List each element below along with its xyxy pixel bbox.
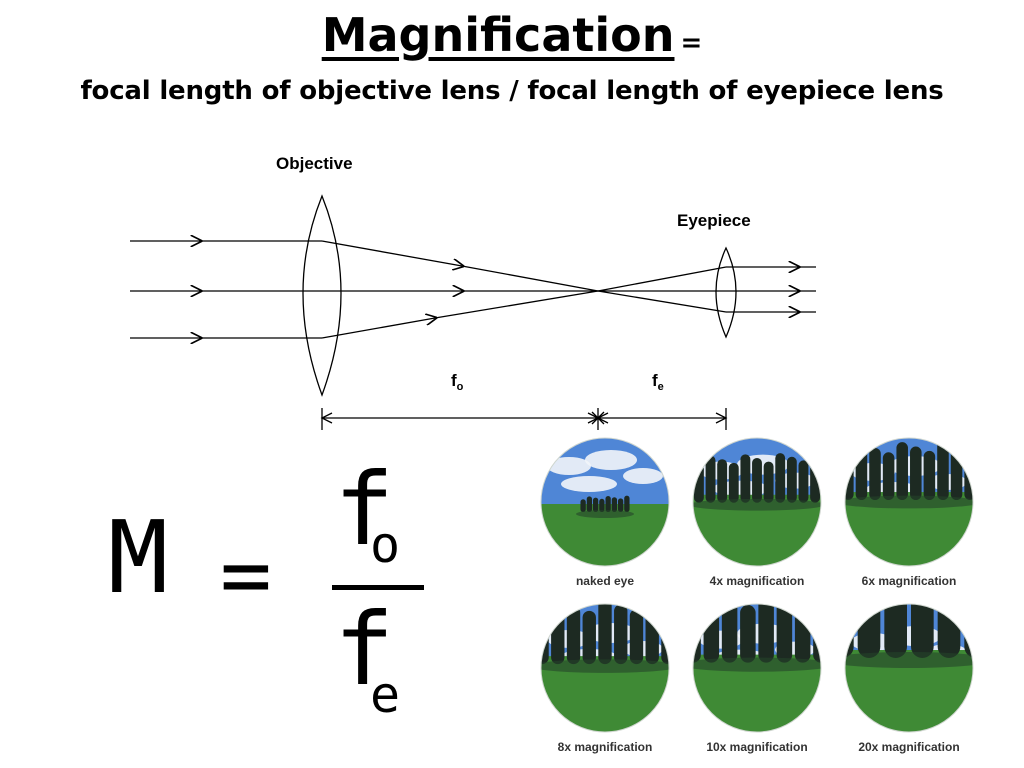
telescope-ray-diagram: Objective Eyepiece fo fe [130,154,816,430]
view-label: 20x magnification [858,740,960,754]
title-block: Magnification= focal length of objective… [0,8,1024,106]
title-magnification: Magnification [321,8,675,62]
objective-label: Objective [276,154,353,173]
view-3: 8x magnification [530,602,680,754]
formula-equals: = [220,525,272,625]
formula-denominator-subscript: e [370,666,401,724]
fe-subscript: e [658,381,664,393]
eyepiece-label: Eyepiece [677,211,751,230]
fe-label: fe [652,371,664,393]
magnification-formula: M = f o f e [108,460,438,740]
view-label: 8x magnification [557,740,653,754]
view-0: naked eye [530,436,680,588]
converging-ray-top [321,240,462,266]
view-label: 10x magnification [706,740,808,754]
eyepiece-lens [715,246,737,339]
fo-subscript: o [457,381,464,393]
telescope-view-image [844,603,974,733]
subtitle-formula-text: focal length of objective lens / focal l… [80,76,944,106]
telescope-view-image [692,437,822,567]
view-label: 6x magnification [861,574,957,588]
formula-denominator-f: f [334,591,395,708]
telescope-view-image [540,437,670,567]
formula-numerator-f: f [334,451,395,568]
telescope-view-image [692,603,822,733]
fo-letter: f [451,371,457,390]
title-line: Magnification= [0,8,1024,62]
fo-label: fo [451,371,464,393]
view-2: 6x magnification [834,436,984,588]
formula-fraction-bar [332,585,424,590]
view-4: 10x magnification [682,602,832,754]
telescope-view-image [844,437,974,567]
view-label: 4x magnification [709,574,805,588]
formula-numerator-subscript: o [370,516,401,574]
telescope-view-image [540,603,670,733]
objective-lens [302,194,342,397]
formula-m: M [108,499,169,616]
view-label: naked eye [575,574,635,588]
converging-ray-bottom [321,318,435,339]
view-5: 20x magnification [834,602,984,754]
diverging-ray-bottom [597,290,727,313]
diverging-ray-top [597,266,727,292]
view-1: 4x magnification [682,436,832,588]
fe-letter: f [652,371,658,390]
title-equals: = [680,28,703,58]
